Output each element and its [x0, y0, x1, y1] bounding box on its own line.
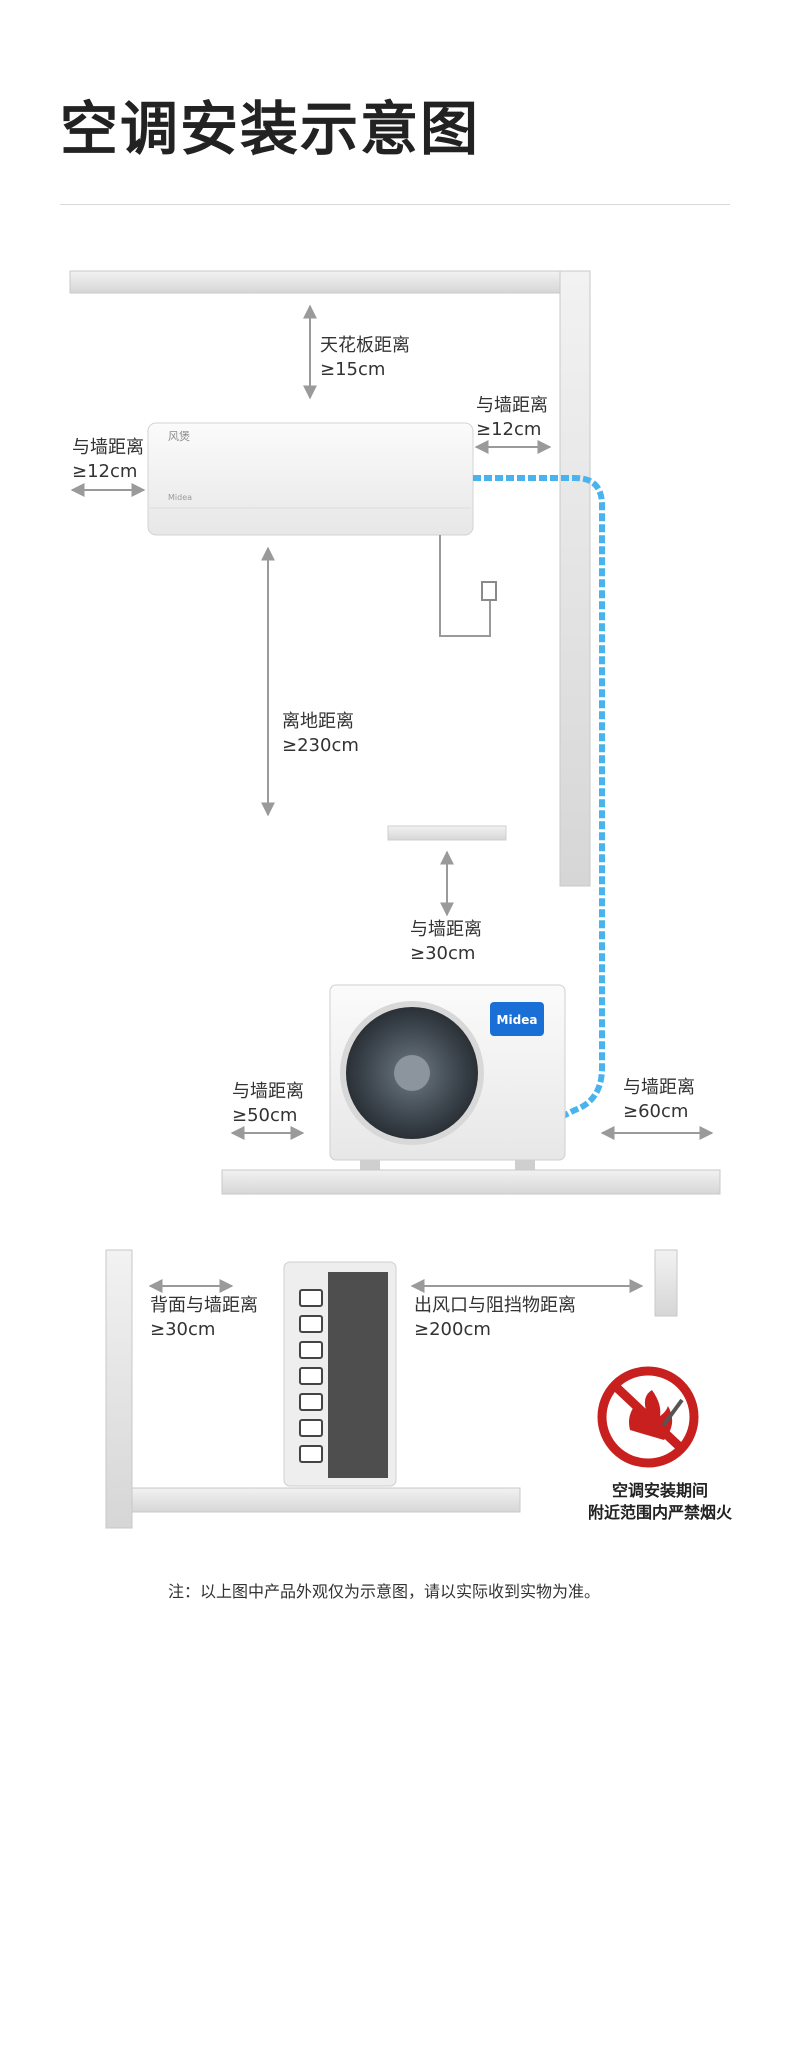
- outlet-distance-label: 出风口与阻挡物距离 ≥200cm: [414, 1294, 576, 1342]
- back-wall-distance-label: 背面与墙距离 ≥30cm: [150, 1294, 258, 1342]
- no-fire-icon: [597, 1366, 699, 1468]
- back-wall-distance-name: 背面与墙距离: [150, 1295, 258, 1316]
- floor-distance-value: ≥230cm: [282, 735, 359, 756]
- outdoor-unit: Midea: [329, 984, 566, 1170]
- outdoor-right-distance-value: ≥60cm: [623, 1101, 689, 1122]
- outlet-distance-name: 出风口与阻挡物距离: [414, 1295, 576, 1316]
- outdoor-left-distance-name: 与墙距离: [232, 1081, 304, 1102]
- disclaimer-note: 注：以上图中产品外观仅为示意图，请以实际收到实物为准。: [168, 1582, 601, 1601]
- ceiling-distance-label: 天花板距离 ≥15cm: [320, 334, 410, 382]
- ceiling-distance-value: ≥15cm: [320, 359, 386, 380]
- right-wall-distance-label: 与墙距离 ≥12cm: [476, 394, 548, 442]
- fire-warning: 空调安装期间 附近范围内严禁烟火: [560, 1480, 760, 1524]
- outdoor-left-distance-value: ≥50cm: [232, 1105, 298, 1126]
- page-title: 空调安装示意图: [60, 95, 481, 163]
- back-wall-distance-value: ≥30cm: [150, 1319, 216, 1340]
- ceiling-distance-name: 天花板距离: [320, 335, 410, 356]
- indoor-brand-text: 风煲: [168, 430, 190, 443]
- indoor-logo-text: Midea: [168, 493, 192, 502]
- outdoor-top-distance-label: 与墙距离 ≥30cm: [410, 918, 482, 966]
- outlet-distance-value: ≥200cm: [414, 1319, 491, 1340]
- ground-slab: [221, 1169, 721, 1195]
- left-wall-distance-label: 与墙距离 ≥12cm: [72, 436, 144, 484]
- upper-wall-ledge: [387, 825, 507, 841]
- indoor-unit: 风煲 Midea: [147, 422, 474, 536]
- floor-distance-name: 离地距离: [282, 711, 354, 732]
- ceiling-wall: [69, 270, 591, 887]
- right-wall-distance-value: ≥12cm: [476, 419, 542, 440]
- dimension-arrows: [70, 304, 714, 1140]
- left-wall-distance-name: 与墙距离: [72, 437, 144, 458]
- fire-warning-line2: 附近范围内严禁烟火: [587, 1503, 732, 1522]
- right-wall-distance-name: 与墙距离: [476, 395, 548, 416]
- outdoor-right-distance-label: 与墙距离 ≥60cm: [623, 1076, 695, 1124]
- outdoor-top-distance-value: ≥30cm: [410, 943, 476, 964]
- fire-warning-line1: 空调安装期间: [611, 1481, 708, 1500]
- outdoor-right-distance-name: 与墙距离: [623, 1077, 695, 1098]
- midea-logo: [490, 1002, 544, 1036]
- left-wall-distance-value: ≥12cm: [72, 461, 138, 482]
- outdoor-unit-side-view: [283, 1261, 397, 1487]
- refrigerant-pipe: [473, 475, 605, 1123]
- floor-distance-label: 离地距离 ≥230cm: [282, 710, 359, 758]
- outdoor-brand-text: Midea: [497, 1013, 538, 1027]
- power-cord: [439, 535, 497, 637]
- title-divider: [60, 204, 730, 205]
- power-socket-icon: [481, 581, 497, 601]
- outdoor-top-distance-name: 与墙距离: [410, 919, 482, 940]
- outdoor-left-distance-label: 与墙距离 ≥50cm: [232, 1080, 304, 1128]
- side-view-walls: [105, 1249, 678, 1529]
